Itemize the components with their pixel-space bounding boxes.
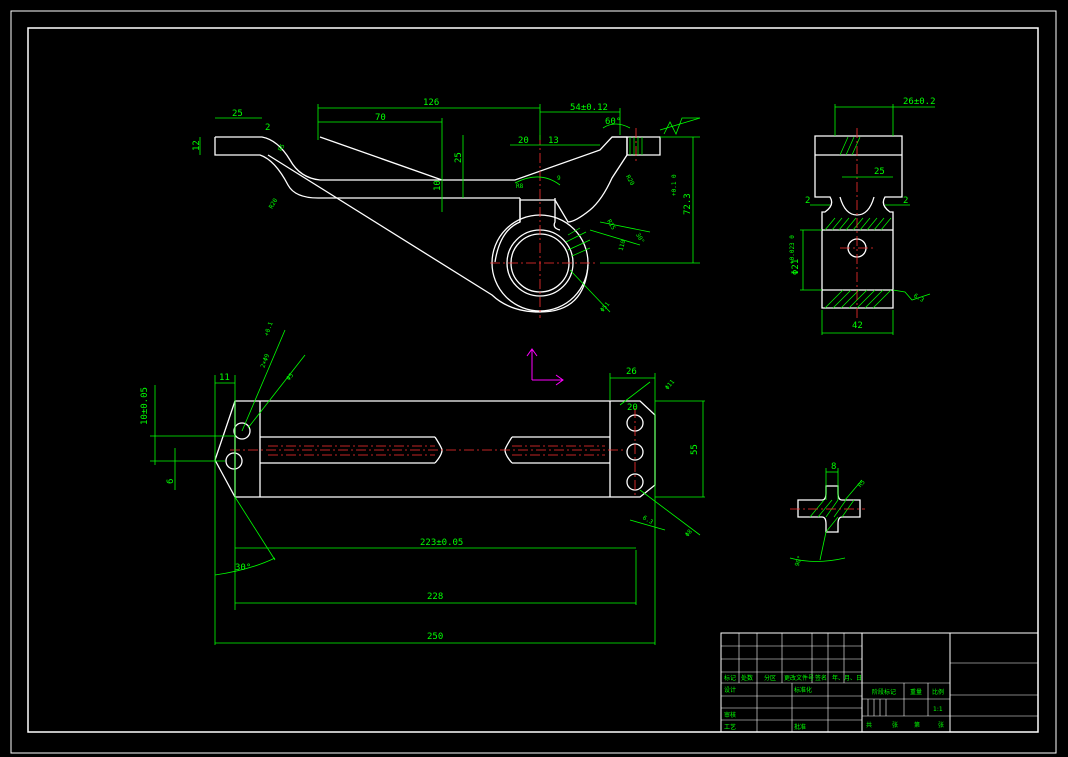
dim-9: 9: [557, 175, 561, 182]
dim-70: 70: [375, 113, 386, 123]
dim-72-3-tol: +0.1 0: [671, 174, 678, 196]
front-view-centerlines: [230, 408, 636, 497]
front-roughness: 6.3: [641, 514, 654, 526]
front-dim-holes: 2×Φ9: [260, 353, 272, 369]
dim-r20b: R20: [624, 174, 636, 187]
tb-label-fenqu: 分区: [764, 674, 776, 682]
dim-25b: 25: [454, 152, 464, 163]
tb-label-biaoji: 标记: [724, 674, 736, 682]
ucs-icon: [526, 348, 564, 386]
section-hatch: [809, 499, 855, 533]
top-view-dimension-text: 25 126 54±0.12 70 2 12 60° 20 13 25 10 R…: [192, 98, 693, 314]
top-view-roughness-symbol: [663, 117, 700, 135]
front-dim-30deg: 30°: [235, 563, 251, 573]
dim-13: 13: [548, 136, 559, 146]
title-block-grid-left: [721, 633, 863, 732]
side-dim-phi21: Φ21: [791, 259, 801, 275]
side-roughness: 6.3: [912, 292, 925, 304]
front-dim-phi8: Φ8: [684, 528, 694, 538]
section-dim-8: 8: [831, 462, 836, 472]
tb-label-zhang2: 张: [938, 721, 944, 729]
front-dim-phi11: Φ11: [664, 378, 677, 391]
tb-label-process: 工艺: [724, 723, 736, 731]
dim-25: 25: [232, 109, 243, 119]
dim-r20a: R20: [268, 197, 280, 210]
dim-20: 20: [518, 136, 529, 146]
front-dim-20: 20: [627, 403, 638, 413]
side-view-dimension-text: 26±0.2 25 2 2 Φ21 +0.023 0 42 6.3: [789, 97, 936, 331]
side-view-hatch: [824, 136, 892, 309]
tb-label-signature: 签名: [815, 674, 827, 682]
section-dim-r5: R5: [857, 479, 867, 489]
side-dim-2-right: 2: [903, 196, 908, 206]
top-view-centerlines: [490, 128, 637, 318]
dim-2: 2: [265, 123, 270, 133]
front-view: 26 11 10±0.05 6 2×Φ9 +0.1 Φ5 Φ11 20 55 Φ…: [140, 321, 705, 645]
top-view-dimension-lines: [199, 104, 701, 313]
side-dim-42: 42: [852, 321, 863, 331]
side-dim-26: 26±0.2: [903, 97, 936, 107]
tb-scale-value: 1:1: [933, 706, 943, 713]
tb-label-weight: 重量: [910, 688, 922, 696]
front-dim-55: 55: [690, 444, 700, 455]
tb-label-chushu: 处数: [741, 674, 753, 682]
side-view-outline: [814, 135, 903, 309]
tb-label-standard: 标准化: [794, 686, 812, 694]
dim-110: 110: [618, 239, 628, 252]
sheet-outer-border: [10, 10, 1057, 754]
section-view: 8 R5 90°: [789, 462, 867, 568]
front-dim-holes-tol: +0.1: [263, 321, 275, 337]
tb-label-scale: 比例: [932, 688, 944, 696]
dim-54: 54±0.12: [570, 103, 608, 113]
side-view-dimension-lines: [800, 104, 935, 335]
tb-label-audit: 审核: [724, 711, 736, 719]
dim-72-3: 72.3: [683, 193, 693, 215]
title-block: 标记 处数 分区 更改文件号 签名 年、月、日 设计 标准化 审核 工艺 批准 …: [720, 632, 1039, 733]
side-dim-phi21-tol: +0.023 0: [789, 235, 796, 264]
sheet-inner-border: [27, 27, 1039, 733]
dim-126: 126: [423, 98, 439, 108]
tb-label-di: 第: [914, 721, 920, 729]
front-dim-26: 26: [626, 367, 637, 377]
dim-r15: R15: [605, 218, 617, 231]
dim-r5: R5: [277, 143, 287, 153]
title-block-grid-right: [862, 633, 1038, 732]
dim-30deg: 30°: [634, 232, 645, 245]
dim-r8: R8: [516, 183, 524, 190]
front-view-dimension-lines: [150, 329, 705, 645]
front-view-dimension-text: 26 11 10±0.05 6 2×Φ9 +0.1 Φ5 Φ11 20 55 Φ…: [140, 321, 700, 642]
side-dim-2-left: 2: [805, 196, 810, 206]
top-view-hatch-fork: [565, 137, 643, 257]
top-view: 25 126 54±0.12 70 2 12 60° 20 13 25 10 R…: [192, 98, 701, 318]
side-dim-25: 25: [874, 167, 885, 177]
front-dim-11: 11: [219, 373, 230, 383]
side-view: 26±0.2 25 2 2 Φ21 +0.023 0 42 6.3: [789, 97, 936, 335]
section-dim-90deg: 90°: [794, 555, 804, 568]
front-dim-223: 223±0.05: [420, 538, 463, 548]
front-dim-228: 228: [427, 592, 443, 602]
front-dim-250: 250: [427, 632, 443, 642]
dim-12: 12: [192, 140, 202, 151]
title-block-labels: 标记 处数 分区 更改文件号 签名 年、月、日 设计 标准化 审核 工艺 批准 …: [724, 674, 944, 731]
front-dim-10: 10±0.05: [140, 387, 150, 425]
tb-label-stage: 阶段标记: [872, 688, 896, 696]
tb-label-change-doc: 更改文件号: [784, 674, 814, 682]
tb-label-gong: 共: [866, 721, 872, 729]
top-view-outline: [214, 136, 661, 313]
tb-label-date: 年、月、日: [832, 674, 862, 682]
side-view-centerlines: [840, 128, 874, 318]
tb-label-design: 设计: [724, 686, 736, 694]
dim-60deg: 60°: [605, 117, 621, 127]
front-view-outline: [214, 400, 656, 498]
dim-10: 10: [433, 180, 443, 191]
tb-label-zhang1: 张: [892, 721, 898, 729]
front-dim-phi5: Φ5: [285, 372, 295, 382]
tb-label-approve: 批准: [794, 723, 806, 731]
front-dim-6: 6: [166, 479, 176, 484]
